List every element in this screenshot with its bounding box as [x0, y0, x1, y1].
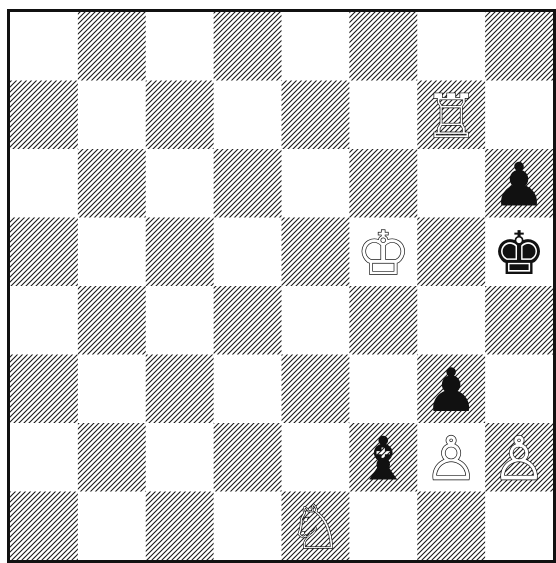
square-c7[interactable] — [146, 81, 214, 150]
square-b5[interactable] — [78, 218, 146, 287]
square-b7[interactable] — [78, 81, 146, 150]
square-b6[interactable] — [78, 149, 146, 218]
square-e2[interactable] — [282, 423, 350, 492]
square-f7[interactable] — [349, 81, 417, 150]
square-g1[interactable] — [417, 492, 485, 561]
square-h4[interactable] — [485, 286, 553, 355]
square-f8[interactable] — [349, 12, 417, 81]
square-h8[interactable] — [485, 12, 553, 81]
square-c2[interactable] — [146, 423, 214, 492]
square-e7[interactable] — [282, 81, 350, 150]
square-f4[interactable] — [349, 286, 417, 355]
square-f1[interactable] — [349, 492, 417, 561]
square-a7[interactable] — [10, 81, 78, 150]
white-pawn-icon[interactable]: ♙ — [492, 424, 546, 494]
square-f6[interactable] — [349, 149, 417, 218]
black-bishop-icon[interactable]: ♝ — [356, 424, 410, 494]
white-pawn-icon[interactable]: ♙ — [424, 424, 478, 494]
black-pawn-icon[interactable]: ♟ — [492, 150, 546, 220]
square-d3[interactable] — [214, 355, 282, 424]
square-g5[interactable] — [417, 218, 485, 287]
square-h3[interactable] — [485, 355, 553, 424]
square-b4[interactable] — [78, 286, 146, 355]
square-c6[interactable] — [146, 149, 214, 218]
square-a8[interactable] — [10, 12, 78, 81]
square-f3[interactable] — [349, 355, 417, 424]
white-rook-icon[interactable]: ♖ — [424, 82, 478, 152]
square-a3[interactable] — [10, 355, 78, 424]
square-a6[interactable] — [10, 149, 78, 218]
square-e6[interactable] — [282, 149, 350, 218]
square-a5[interactable] — [10, 218, 78, 287]
square-c3[interactable] — [146, 355, 214, 424]
square-b3[interactable] — [78, 355, 146, 424]
square-c5[interactable] — [146, 218, 214, 287]
square-e4[interactable] — [282, 286, 350, 355]
chess-board: ♖♟♔♚♟♝♙♙♘ — [7, 9, 556, 563]
square-h1[interactable] — [485, 492, 553, 561]
black-pawn-icon[interactable]: ♟ — [424, 356, 478, 426]
square-b8[interactable] — [78, 12, 146, 81]
square-d7[interactable] — [214, 81, 282, 150]
square-e5[interactable] — [282, 218, 350, 287]
square-g8[interactable] — [417, 12, 485, 81]
square-d8[interactable] — [214, 12, 282, 81]
square-g4[interactable] — [417, 286, 485, 355]
square-e8[interactable] — [282, 12, 350, 81]
square-c4[interactable] — [146, 286, 214, 355]
square-d5[interactable] — [214, 218, 282, 287]
square-b1[interactable] — [78, 492, 146, 561]
square-d4[interactable] — [214, 286, 282, 355]
square-c1[interactable] — [146, 492, 214, 561]
square-d1[interactable] — [214, 492, 282, 561]
square-a2[interactable] — [10, 423, 78, 492]
square-g6[interactable] — [417, 149, 485, 218]
square-d2[interactable] — [214, 423, 282, 492]
black-king-icon[interactable]: ♚ — [492, 219, 546, 289]
square-a4[interactable] — [10, 286, 78, 355]
square-b2[interactable] — [78, 423, 146, 492]
square-d6[interactable] — [214, 149, 282, 218]
white-king-icon[interactable]: ♔ — [356, 219, 410, 289]
square-a1[interactable] — [10, 492, 78, 561]
square-h7[interactable] — [485, 81, 553, 150]
square-e3[interactable] — [282, 355, 350, 424]
square-c8[interactable] — [146, 12, 214, 81]
white-knight-icon[interactable]: ♘ — [289, 493, 343, 560]
board-canvas: ♖♟♔♚♟♝♙♙♘ — [10, 12, 553, 560]
